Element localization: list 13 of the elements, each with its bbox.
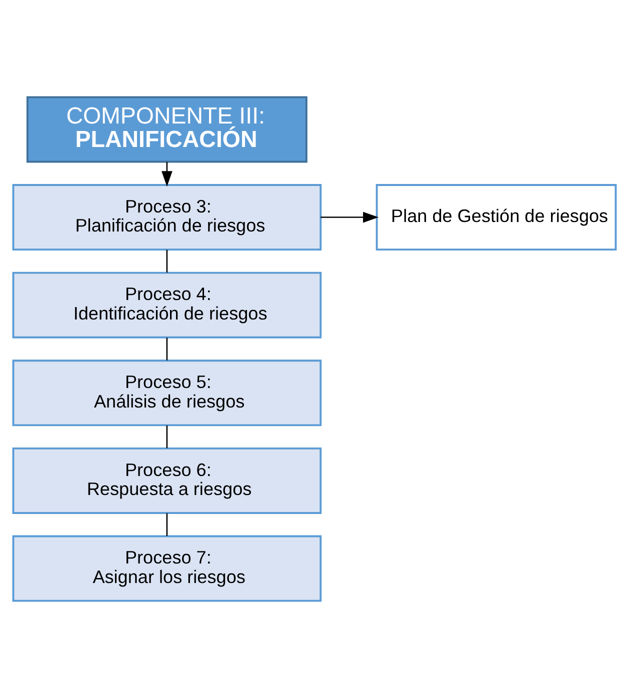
node-box: Proceso 3: Planificación de riesgos <box>12 184 322 250</box>
arrow <box>162 162 172 186</box>
connector <box>166 424 168 448</box>
node-box: Proceso 4: Identificación de riesgos <box>12 271 322 338</box>
arrow <box>320 211 379 222</box>
node-box: Proceso 6: Respuesta a riesgos <box>12 446 322 514</box>
connector <box>166 337 168 360</box>
connector <box>166 249 168 272</box>
node-box: COMPONENTE III: PLANIFICACIÓN <box>26 96 308 162</box>
node-box: Proceso 7: Asignar los riesgos <box>12 534 322 602</box>
connector <box>166 512 168 536</box>
node-box: Plan de Gestión de riesgos <box>376 184 617 250</box>
node-box: Proceso 5: Análisis de riesgos <box>12 359 322 426</box>
